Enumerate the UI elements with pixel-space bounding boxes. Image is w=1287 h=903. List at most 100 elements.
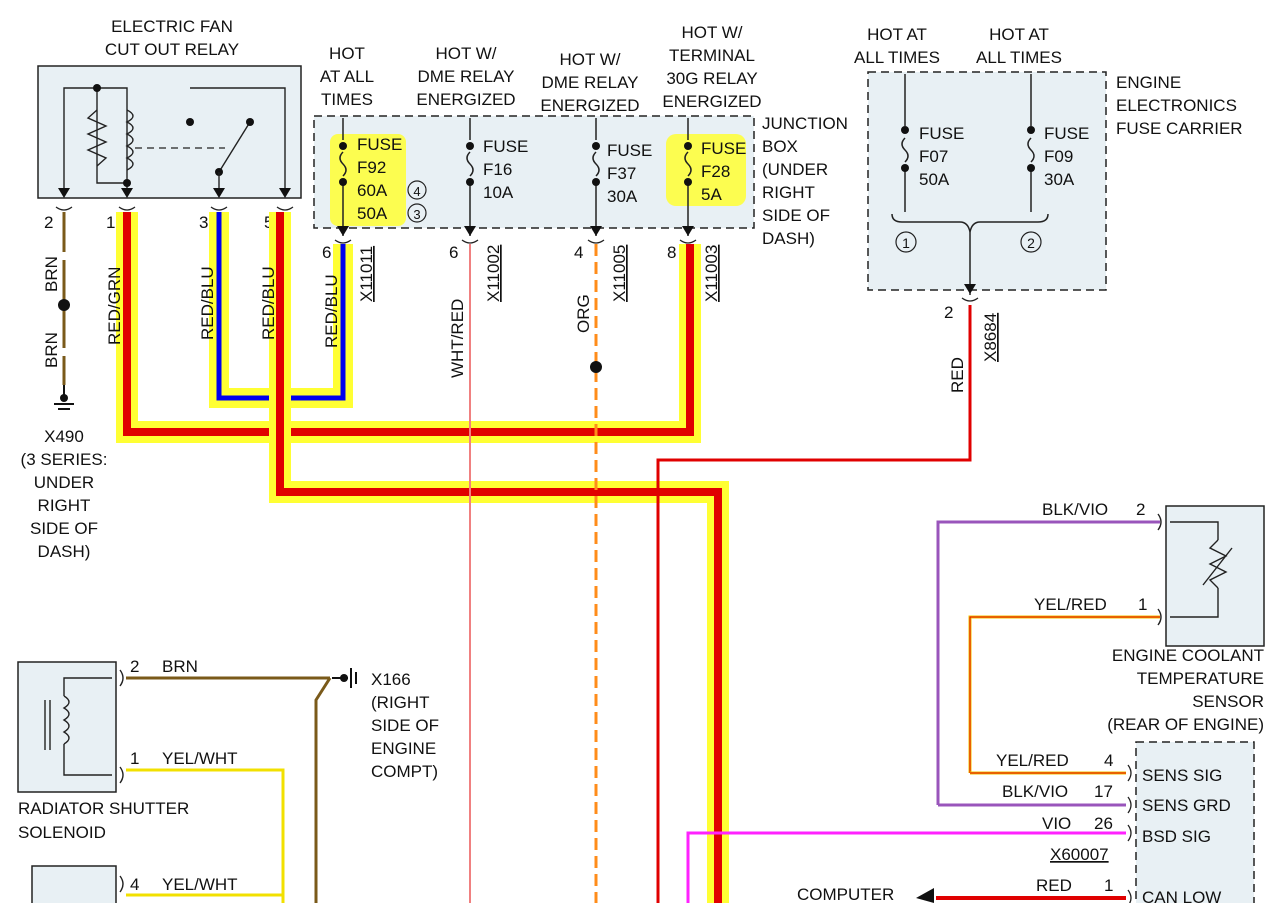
wire-label-red-blu-1: RED/BLU [198, 266, 217, 340]
svg-text:F16: F16 [483, 160, 512, 179]
svg-text:X166: X166 [371, 670, 411, 689]
svg-text:1: 1 [902, 235, 910, 251]
svg-text:ENGINE: ENGINE [1116, 73, 1181, 92]
svg-text:4: 4 [130, 875, 139, 894]
svg-text:F37: F37 [607, 164, 636, 183]
svg-text:30A: 30A [607, 187, 638, 206]
ground-x166-icon [332, 668, 357, 688]
svg-text:5A: 5A [701, 185, 722, 204]
wire-label-brn-2: BRN [42, 332, 61, 368]
relay-title-1: ELECTRIC FAN [111, 17, 233, 36]
svg-text:BLK/VIO: BLK/VIO [1042, 500, 1108, 519]
relay-pin-5: 5 [264, 213, 273, 232]
svg-text:10A: 10A [483, 183, 514, 202]
svg-text:1: 1 [130, 749, 139, 768]
svg-text:1: 1 [1138, 595, 1147, 614]
ecm-wire-2: BLK/VIO [1002, 782, 1068, 801]
connector-x60007: X60007 [1050, 845, 1109, 864]
svg-text:FUSE: FUSE [483, 137, 528, 156]
svg-text:17: 17 [1094, 782, 1113, 801]
svg-text:(UNDER: (UNDER [762, 160, 828, 179]
svg-text:2: 2 [1027, 235, 1035, 251]
connector-x11005: X11005 [610, 245, 629, 302]
ground-x490-icon [54, 385, 74, 410]
connector-x11003: X11003 [702, 245, 721, 302]
svg-text:HOT W/: HOT W/ [435, 44, 496, 63]
svg-text:ENERGIZED: ENERGIZED [416, 90, 515, 109]
svg-text:YEL/WHT: YEL/WHT [162, 749, 238, 768]
svg-text:YEL/WHT: YEL/WHT [162, 875, 238, 894]
connector-x11002: X11002 [484, 245, 503, 302]
fan-cut-out-relay: ELECTRIC FAN CUT OUT RELAY 2 1 3 5 [37, 17, 302, 232]
svg-text:DME RELAY: DME RELAY [542, 73, 639, 92]
engine-coolant-temperature-sensor: BLK/VIO 2 YEL/RED 1 ENGINE COOLANT TEMPE… [936, 500, 1265, 805]
svg-text:X490: X490 [44, 427, 84, 446]
svg-text:30A: 30A [1044, 170, 1075, 189]
svg-text:60A: 60A [357, 181, 388, 200]
svg-text:DASH): DASH) [38, 542, 91, 561]
svg-text:HOT AT: HOT AT [867, 25, 927, 44]
svg-text:RIGHT: RIGHT [762, 183, 815, 202]
svg-text:JUNCTION: JUNCTION [762, 114, 848, 133]
svg-text:4: 4 [574, 243, 583, 262]
svg-text:RIGHT: RIGHT [38, 496, 91, 515]
svg-text:ENGINE COOLANT: ENGINE COOLANT [1112, 646, 1264, 665]
svg-text:DASH): DASH) [762, 229, 815, 248]
svg-text:SOLENOID: SOLENOID [18, 823, 106, 842]
wire-label-brn: BRN [42, 256, 61, 292]
svg-text:FUSE: FUSE [1044, 124, 1089, 143]
svg-text:FUSE: FUSE [357, 135, 402, 154]
svg-text:SIDE OF: SIDE OF [30, 519, 98, 538]
svg-text:(3 SERIES:: (3 SERIES: [21, 450, 108, 469]
svg-text:ALL TIMES: ALL TIMES [976, 48, 1062, 67]
relay-title-2: CUT OUT RELAY [105, 40, 239, 59]
wire-label-red: RED [948, 357, 967, 393]
svg-text:ENGINE: ENGINE [371, 739, 436, 758]
svg-text:HOT: HOT [329, 44, 365, 63]
engine-electronics-fuse-carrier: HOT AT ALL TIMES HOT AT ALL TIMES ENGINE… [854, 25, 1243, 362]
radiator-shutter-solenoid: 2 BRN 1 YEL/WHT 4 YEL/WHT RADIATOR SHUTT… [17, 657, 439, 903]
svg-text:HOT AT: HOT AT [989, 25, 1049, 44]
svg-text:3: 3 [413, 207, 420, 222]
connector-x8684: X8684 [981, 313, 1000, 362]
svg-text:2: 2 [944, 303, 953, 322]
svg-text:6: 6 [322, 243, 331, 262]
svg-text:SIDE OF: SIDE OF [762, 206, 830, 225]
svg-text:F09: F09 [1044, 147, 1073, 166]
svg-text:TIMES: TIMES [321, 90, 373, 109]
svg-text:(REAR OF ENGINE): (REAR OF ENGINE) [1107, 715, 1264, 734]
svg-text:SENS SIG: SENS SIG [1142, 766, 1222, 785]
svg-text:F92: F92 [357, 158, 386, 177]
svg-text:F28: F28 [701, 162, 730, 181]
svg-text:50A: 50A [919, 170, 950, 189]
svg-text:TEMPERATURE: TEMPERATURE [1137, 669, 1264, 688]
svg-text:F07: F07 [919, 147, 948, 166]
svg-text:AT ALL: AT ALL [320, 67, 374, 86]
svg-text:BRN: BRN [162, 657, 198, 676]
svg-text:FUSE: FUSE [701, 139, 746, 158]
svg-text:SENSOR: SENSOR [1192, 692, 1264, 711]
svg-text:26: 26 [1094, 814, 1113, 833]
svg-text:8: 8 [667, 243, 676, 262]
svg-text:YEL/RED: YEL/RED [1034, 595, 1107, 614]
svg-text:FUSE CARRIER: FUSE CARRIER [1116, 119, 1243, 138]
svg-text:ENERGIZED: ENERGIZED [662, 92, 761, 111]
svg-text:ENERGIZED: ENERGIZED [540, 96, 639, 115]
svg-text:FUSE: FUSE [919, 124, 964, 143]
ecm-wire-4: RED [1036, 876, 1072, 895]
wire-label-red-grn: RED/GRN [105, 267, 124, 345]
junction-box: HOT AT ALL TIMES HOT W/ DME RELAY ENERGI… [313, 23, 848, 302]
svg-text:DME RELAY: DME RELAY [418, 67, 515, 86]
svg-text:ALL TIMES: ALL TIMES [854, 48, 940, 67]
relay-pin-2: 2 [44, 213, 53, 232]
ecm-wire-1: YEL/RED [996, 751, 1069, 770]
svg-text:50A: 50A [357, 204, 388, 223]
relay-pin-3: 3 [199, 213, 208, 232]
engine-control-module: YEL/RED 4 SENS SIG BLK/VIO 17 SENS GRD V… [686, 741, 1255, 903]
svg-text:ELECTRONICS: ELECTRONICS [1116, 96, 1237, 115]
svg-text:2: 2 [130, 657, 139, 676]
svg-text:1: 1 [1104, 876, 1113, 895]
relay-pin-1: 1 [106, 213, 115, 232]
svg-text:COMPT): COMPT) [371, 762, 438, 781]
